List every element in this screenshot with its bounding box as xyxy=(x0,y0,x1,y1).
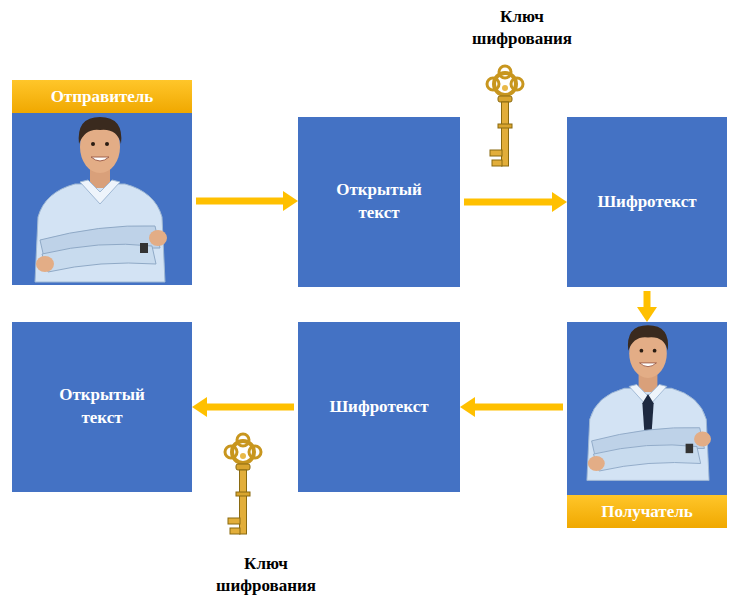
box-text: Открытый текст xyxy=(59,384,145,430)
box-text: Шифротекст xyxy=(597,191,696,214)
flow-arrow xyxy=(637,291,657,322)
role-label: Отправитель xyxy=(12,80,192,113)
key-icon xyxy=(487,66,523,166)
key-label: Ключ шифрования xyxy=(216,553,316,597)
person-box: Получатель xyxy=(567,322,727,528)
person-box: Отправитель xyxy=(12,80,192,285)
box-text: Открытый текст xyxy=(336,179,422,225)
flow-arrow xyxy=(460,397,563,417)
receiver-person xyxy=(587,325,711,480)
role-label: Получатель xyxy=(567,495,727,528)
process-box: Открытый текст xyxy=(12,322,192,492)
process-box: Шифротекст xyxy=(298,322,460,492)
flow-arrow xyxy=(464,192,567,212)
flow-arrow xyxy=(196,191,298,211)
box-text: Шифротекст xyxy=(329,396,428,419)
key-icon xyxy=(225,434,261,534)
process-box: Открытый текст xyxy=(298,117,460,287)
key-label: Ключ шифрования xyxy=(472,6,572,50)
process-box: Шифротекст xyxy=(567,117,727,287)
sender-person xyxy=(35,117,167,282)
flow-arrow xyxy=(192,397,294,417)
